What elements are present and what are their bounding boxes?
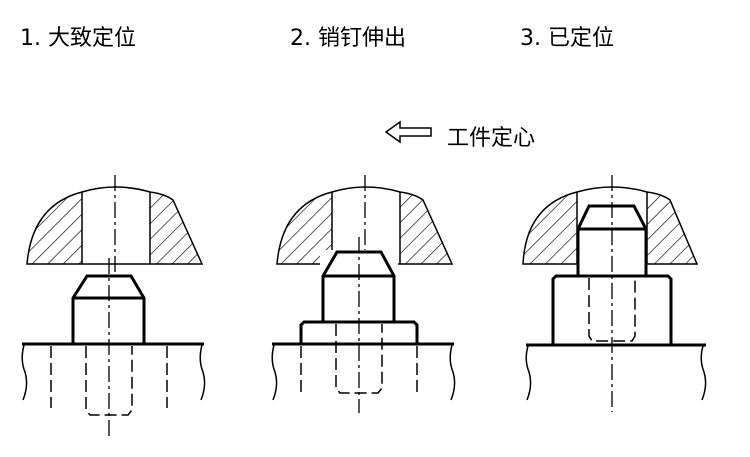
figure-3-positioned: [522, 175, 707, 412]
workpiece-centering-label: 工件定心: [447, 126, 536, 151]
workpiece-section: [522, 186, 699, 265]
figure-2-pin-extended: [271, 175, 456, 413]
step-3-title: 3. 已定位: [520, 26, 614, 51]
base-plate: [271, 324, 456, 401]
workpiece-section: [276, 175, 454, 270]
step-1-title: 1. 大致定位: [20, 26, 136, 51]
workpiece-section: [26, 175, 204, 272]
arrow-left-outline-icon: [384, 120, 432, 144]
step-2-title: 2. 销钉伸出: [290, 26, 406, 51]
base-plate: [525, 343, 707, 401]
figure-1-rough-positioning: [21, 175, 206, 437]
base-plate: [21, 342, 206, 416]
